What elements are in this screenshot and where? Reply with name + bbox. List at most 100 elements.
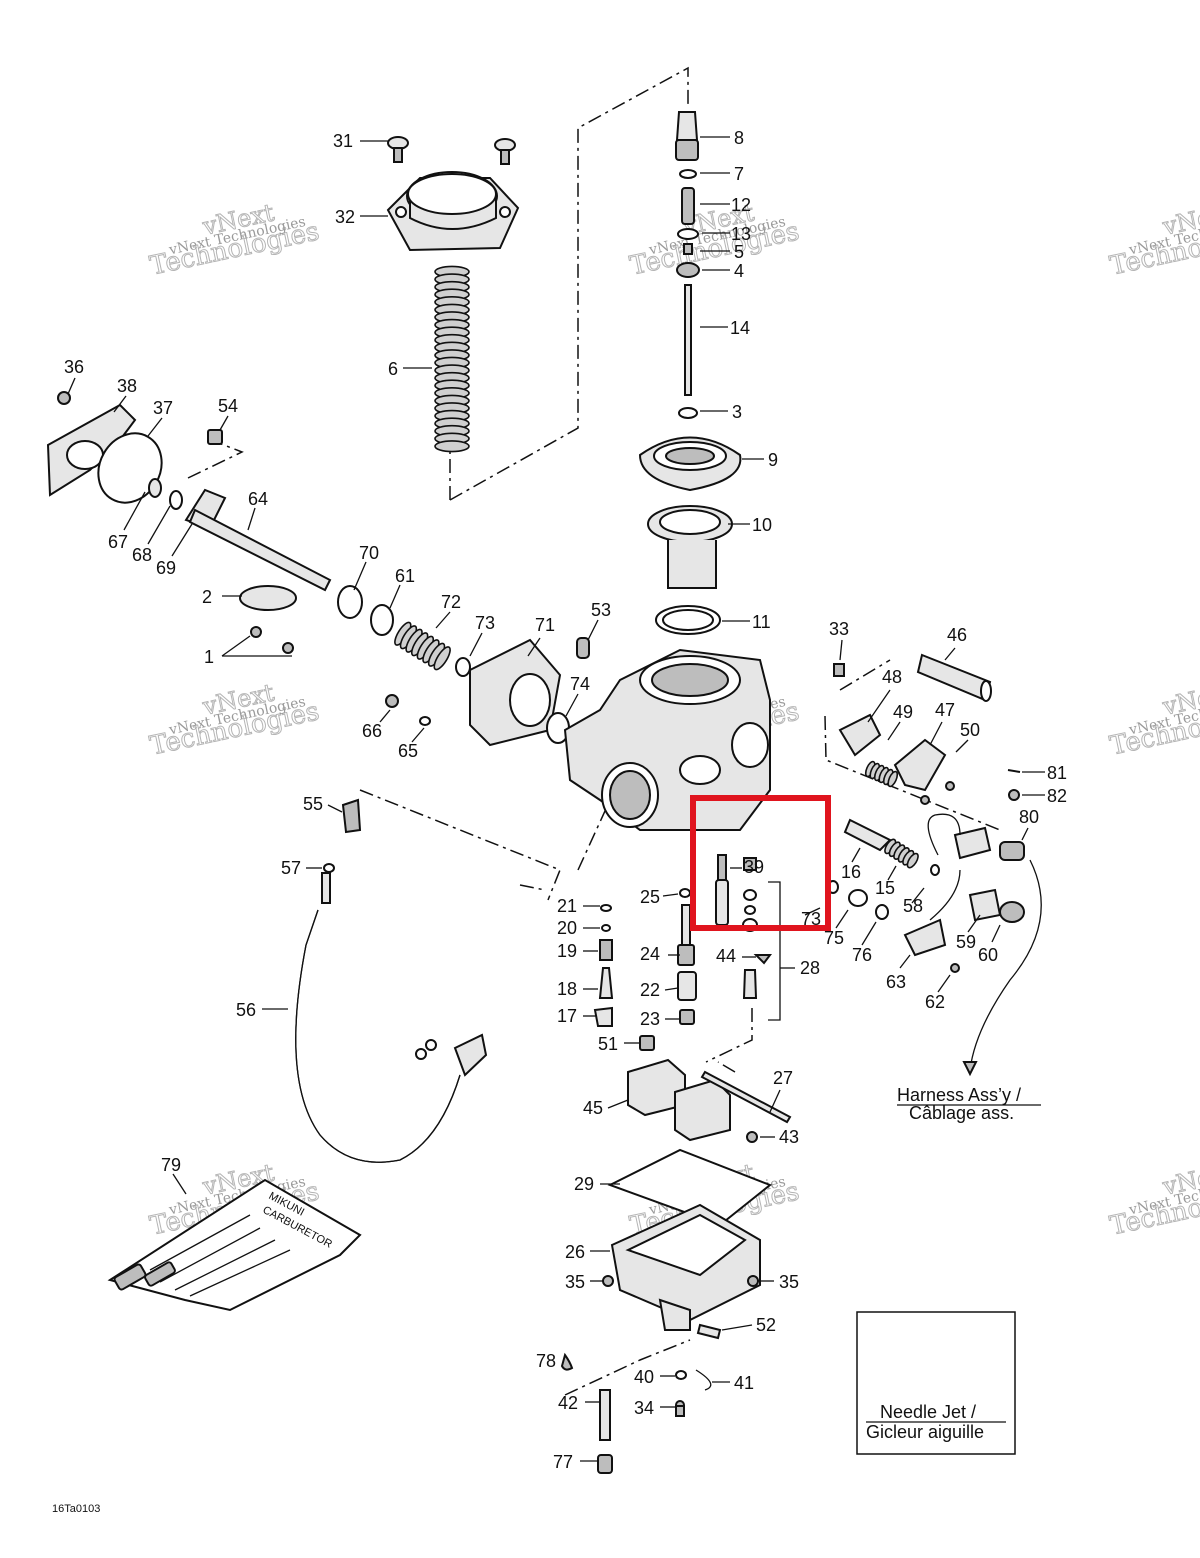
jets-and-valves [323, 798, 772, 1051]
needle-jet-label-line2: Gicleur aiguille [866, 1422, 984, 1442]
spring-72 [394, 621, 451, 671]
callout: 41 [734, 1373, 754, 1393]
watermark: vNext Technologies vNext Technologies [147, 678, 323, 762]
callout: 42 [558, 1393, 578, 1413]
callout: 13 [731, 224, 751, 244]
diaphragm-slide [638, 436, 742, 635]
throttle-shaft-assembly [46, 391, 570, 747]
callout: 65 [398, 741, 418, 761]
harness-label-line2: Câblage ass. [909, 1103, 1014, 1123]
watermark: vNext Technologies vNext Technologies [147, 198, 323, 282]
callout: 18 [557, 979, 577, 999]
callout: 48 [882, 667, 902, 687]
throttle-sensor-assembly [827, 653, 1042, 1077]
screw-31b [494, 138, 516, 165]
callout: 47 [935, 700, 955, 720]
callout: 5 [734, 242, 744, 262]
callout: 69 [156, 558, 176, 578]
callout: 56 [236, 1000, 256, 1020]
callout: 75 [824, 928, 844, 948]
callout: 28 [800, 958, 820, 978]
spring-coil [887, 770, 899, 788]
callout: 62 [925, 992, 945, 1012]
callout: 66 [362, 721, 382, 741]
callout: 25 [640, 887, 660, 907]
callout: 76 [852, 945, 872, 965]
callout: 34 [634, 1398, 654, 1418]
callout: 36 [64, 357, 84, 377]
spring-coil [906, 852, 919, 869]
carburetor-body [563, 637, 845, 831]
callout: 22 [640, 980, 660, 1000]
watermark: vNext Technologies vNext Technologies [1107, 678, 1200, 762]
callout: 37 [153, 398, 173, 418]
callout: 16 [841, 862, 861, 882]
callout: 82 [1047, 786, 1067, 806]
callout: 59 [956, 932, 976, 952]
top-cap-assembly [386, 136, 520, 453]
callout: 43 [779, 1127, 799, 1147]
callout: 3 [732, 402, 742, 422]
spring-coil [433, 646, 451, 671]
callout-labels: 31 32 6 8 7 12 13 5 4 14 3 9 10 11 36 38… [64, 128, 1067, 1472]
callout: 7 [734, 164, 744, 184]
callout: 73 [801, 909, 821, 929]
callout: 31 [333, 131, 353, 151]
callout: 4 [734, 261, 744, 281]
callout: 32 [335, 207, 355, 227]
callout: 40 [634, 1367, 654, 1387]
cable-and-tools: MIKUNI CARBURETOR [107, 872, 488, 1312]
spring-6 [434, 265, 470, 453]
callout: 53 [591, 600, 611, 620]
callout: 14 [730, 318, 750, 338]
callout: 67 [108, 532, 128, 552]
callout: 58 [903, 896, 923, 916]
callout: 15 [875, 878, 895, 898]
callout: 60 [978, 945, 998, 965]
callout: 29 [574, 1174, 594, 1194]
harness-label-line1: Harness Ass’y / [897, 1085, 1021, 1105]
callout: 38 [117, 376, 137, 396]
callout: 70 [359, 543, 379, 563]
callout: 44 [716, 946, 736, 966]
float-bowl-assembly [560, 1058, 792, 1474]
callout: 6 [388, 359, 398, 379]
assembly-dash-lines [187, 66, 1001, 1396]
callout: 39 [744, 857, 764, 877]
callout: 77 [553, 1452, 573, 1472]
leader-lines [67, 136, 1045, 1462]
watermark: vNext Technologies vNext Technologies [1107, 198, 1200, 282]
callout: 80 [1019, 807, 1039, 827]
callout: 79 [161, 1155, 181, 1175]
callout: 10 [752, 515, 772, 535]
callout: 72 [441, 592, 461, 612]
callout: 49 [893, 702, 913, 722]
callout: 68 [132, 545, 152, 565]
callout: 19 [557, 941, 577, 961]
callout: 46 [947, 625, 967, 645]
callout: 9 [768, 450, 778, 470]
callout: 57 [281, 858, 301, 878]
watermark: vNext Technologies vNext Technologies [1107, 1158, 1200, 1242]
callout: 12 [731, 195, 751, 215]
callout: 1 [204, 647, 214, 667]
callout: 81 [1047, 763, 1067, 783]
callout: 50 [960, 720, 980, 740]
callout: 21 [557, 896, 577, 916]
highlight-box [690, 795, 831, 931]
callout: 64 [248, 489, 268, 509]
callout: 23 [640, 1009, 660, 1029]
carb-top-cap [386, 171, 520, 252]
figure-code: 16Ta0103 [52, 1503, 100, 1515]
callout: 54 [218, 396, 238, 416]
callout: 8 [734, 128, 744, 148]
harness-note: Harness Ass’y / Câblage ass. [897, 1085, 1041, 1123]
callout: 73 [475, 613, 495, 633]
callout: 11 [752, 612, 771, 632]
callout: 78 [536, 1351, 556, 1371]
callout: 55 [303, 794, 323, 814]
callout: 20 [557, 918, 577, 938]
needle-stack [675, 111, 700, 419]
